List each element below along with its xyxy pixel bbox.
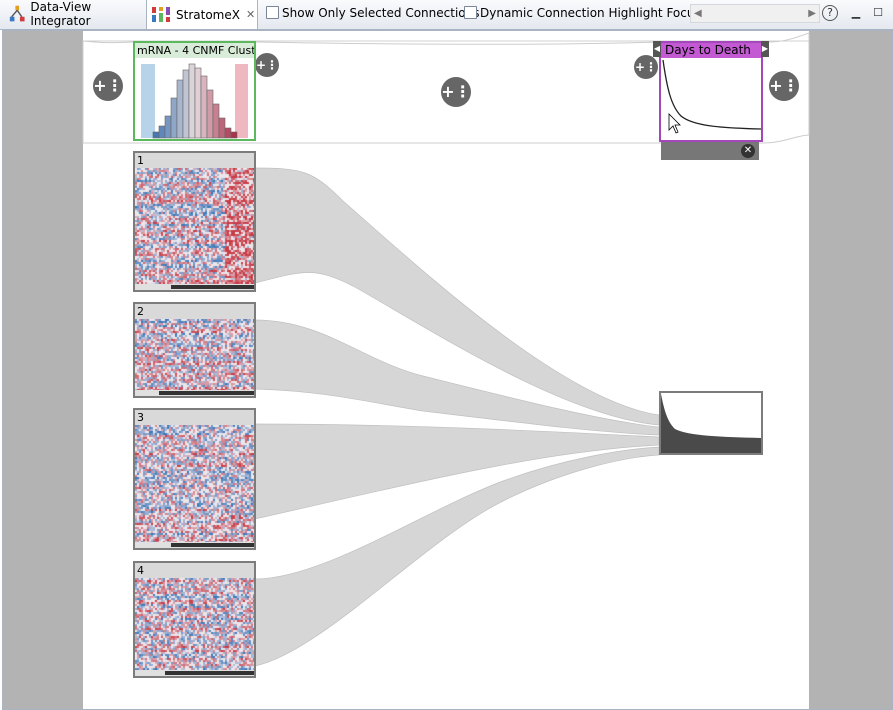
toolbar-scrollbar[interactable]: ◀ ▶ — [690, 4, 820, 23]
tab-data-view-integrator[interactable]: Data-View Integrator — [0, 0, 145, 28]
days-to-death-area-chart — [661, 394, 761, 453]
heatmap — [135, 425, 254, 544]
data-view-integrator-icon — [9, 5, 25, 22]
stratomex-canvas: +⋮ +⋮ +⋮ +⋮ +⋮ mRNA - 4 CNMF Clust Days … — [2, 30, 893, 710]
group-block-1[interactable]: 1 — [133, 151, 256, 292]
days-to-death-group-block[interactable] — [659, 391, 763, 455]
histogram-bar — [170, 97, 178, 139]
group-label: 3 — [135, 410, 254, 425]
show-selected-label: Show Only Selected Connections — [282, 6, 480, 20]
histogram-bar — [176, 79, 184, 139]
add-column-icon-before-days[interactable]: +⋮ — [634, 55, 658, 79]
group-size-bar — [135, 542, 254, 548]
heatmap — [135, 578, 254, 672]
histogram-bar — [224, 127, 232, 139]
stratomex-icon — [152, 6, 170, 22]
histogram-bar — [158, 125, 166, 139]
heatmap — [135, 168, 254, 286]
group-size-bar — [135, 670, 254, 676]
histogram-bar — [200, 75, 208, 139]
maximize-icon[interactable]: ☐ — [873, 6, 883, 19]
days-move-right-icon[interactable]: ▶ — [761, 41, 769, 57]
add-column-icon-left[interactable]: +⋮ — [93, 71, 123, 101]
days-to-death-title: Days to Death — [661, 43, 761, 58]
show-selected-checkbox[interactable] — [266, 6, 279, 19]
group-size-bar — [135, 284, 254, 290]
mrna-column-header[interactable]: mRNA - 4 CNMF Clust — [133, 41, 256, 141]
editor-tab-bar: Data-View Integrator StratomeX ✕ Show On… — [0, 0, 893, 30]
tab-stratomex[interactable]: StratomeX ✕ — [146, 0, 258, 29]
histogram-bar — [152, 131, 160, 139]
dynamic-highlight-checkbox[interactable] — [464, 6, 477, 19]
add-column-icon-center[interactable]: +⋮ — [441, 77, 471, 107]
mrna-column-title: mRNA - 4 CNMF Clust — [135, 43, 254, 58]
days-column-toolbar: ✕ — [661, 142, 759, 160]
heatmap — [135, 319, 254, 392]
tab-stratomex-label: StratomeX — [176, 7, 240, 22]
group-block-4[interactable]: 4 — [133, 561, 256, 678]
remove-column-icon[interactable]: ✕ — [741, 144, 755, 158]
group-block-2[interactable]: 2 — [133, 302, 256, 398]
scroll-right-icon[interactable]: ▶ — [808, 8, 816, 19]
scroll-left-icon[interactable]: ◀ — [694, 8, 702, 19]
histogram-bar — [206, 89, 214, 139]
connection-ribbon-4 — [254, 446, 660, 667]
group-label: 2 — [135, 304, 254, 319]
help-icon[interactable]: ? — [822, 5, 838, 21]
dynamic-highlight-label: Dynamic Connection Highlight Focus — [480, 6, 701, 20]
days-to-death-survival-curve — [662, 59, 761, 134]
histogram-bar — [188, 63, 196, 139]
group-label: 4 — [135, 563, 254, 578]
histogram-bar — [218, 117, 226, 139]
left-margin — [3, 31, 83, 709]
group-size-bar — [135, 390, 254, 396]
group-block-3[interactable]: 3 — [133, 408, 256, 550]
right-margin — [809, 31, 892, 709]
histogram-bar — [194, 67, 202, 139]
histogram-bar — [164, 115, 172, 139]
days-move-left-icon[interactable]: ◀ — [653, 41, 661, 57]
histogram-bar — [230, 131, 238, 139]
minimize-icon[interactable]: ▁ — [851, 6, 861, 19]
add-column-icon-right[interactable]: +⋮ — [769, 71, 799, 101]
days-to-death-column-header[interactable]: Days to Death — [659, 41, 763, 142]
tab-data-view-integrator-label: Data-View Integrator — [30, 0, 92, 28]
histogram-bar — [212, 103, 220, 139]
histogram-bar — [182, 69, 190, 139]
mrna-histogram — [141, 63, 248, 139]
add-column-icon-after-mrna[interactable]: +⋮ — [255, 53, 279, 77]
close-tab-icon[interactable]: ✕ — [245, 8, 256, 21]
mouse-cursor-icon — [668, 113, 681, 134]
group-label: 1 — [135, 153, 254, 168]
